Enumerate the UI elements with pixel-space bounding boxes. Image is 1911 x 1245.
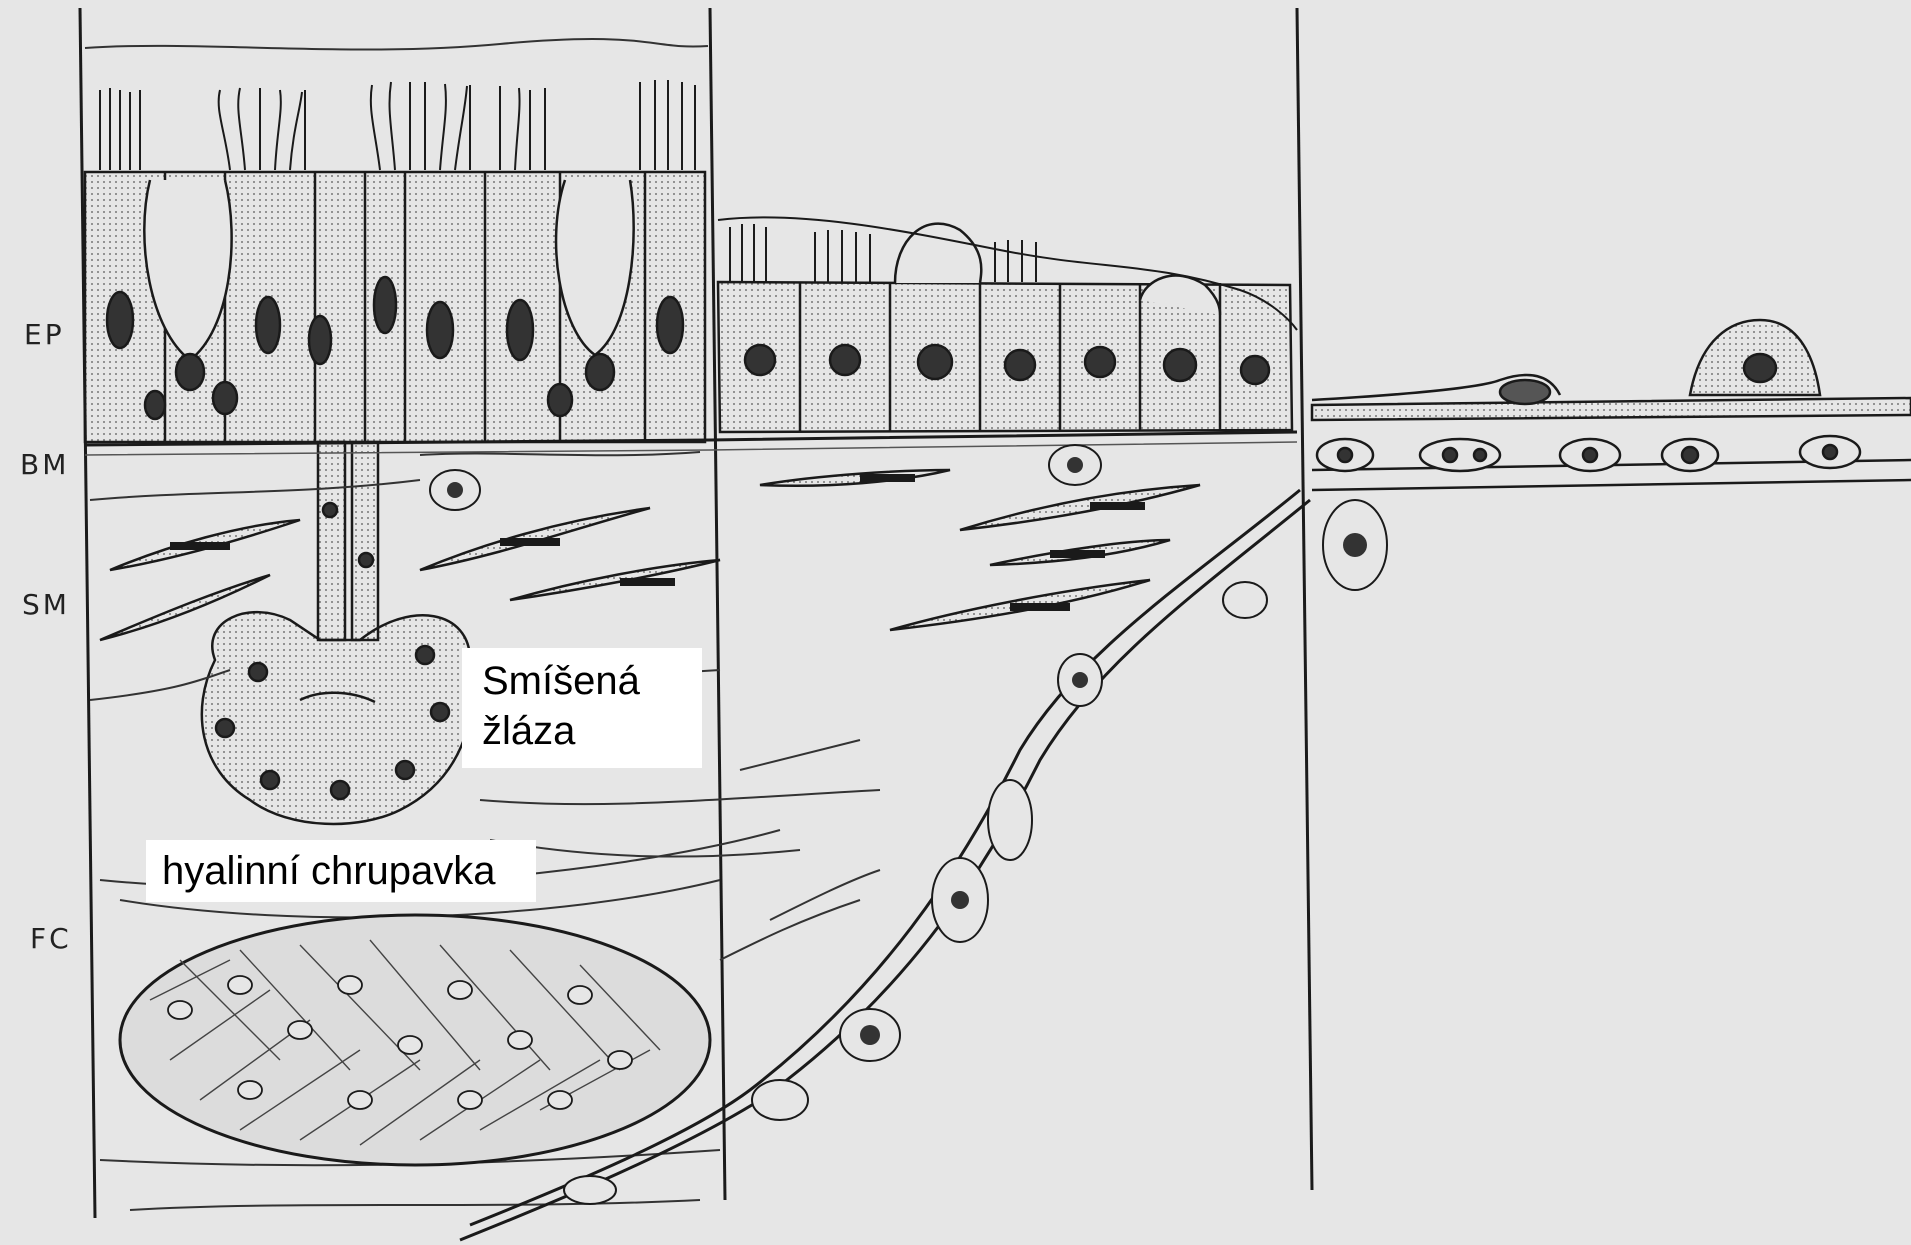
callout-gland-line1: Smíšená [482,656,702,706]
pseudostratified-epithelium [85,80,705,442]
mucus-surface-line [85,39,708,50]
label-fibrocartilage: FC [30,922,72,955]
callout-mixed-gland: Smíšená žláza [462,648,702,768]
callout-gland-line2: žláza [482,706,702,756]
label-basement-membrane: BM [20,448,69,481]
callout-hyaline-cartilage: hyalinní chrupavka [146,840,536,902]
hyaline-cartilage [120,915,710,1165]
label-submucosa: SM [22,588,70,621]
transitional-epithelium [718,217,1297,432]
label-epithelium: EP [24,318,65,351]
squamous-epithelium [1312,320,1911,490]
